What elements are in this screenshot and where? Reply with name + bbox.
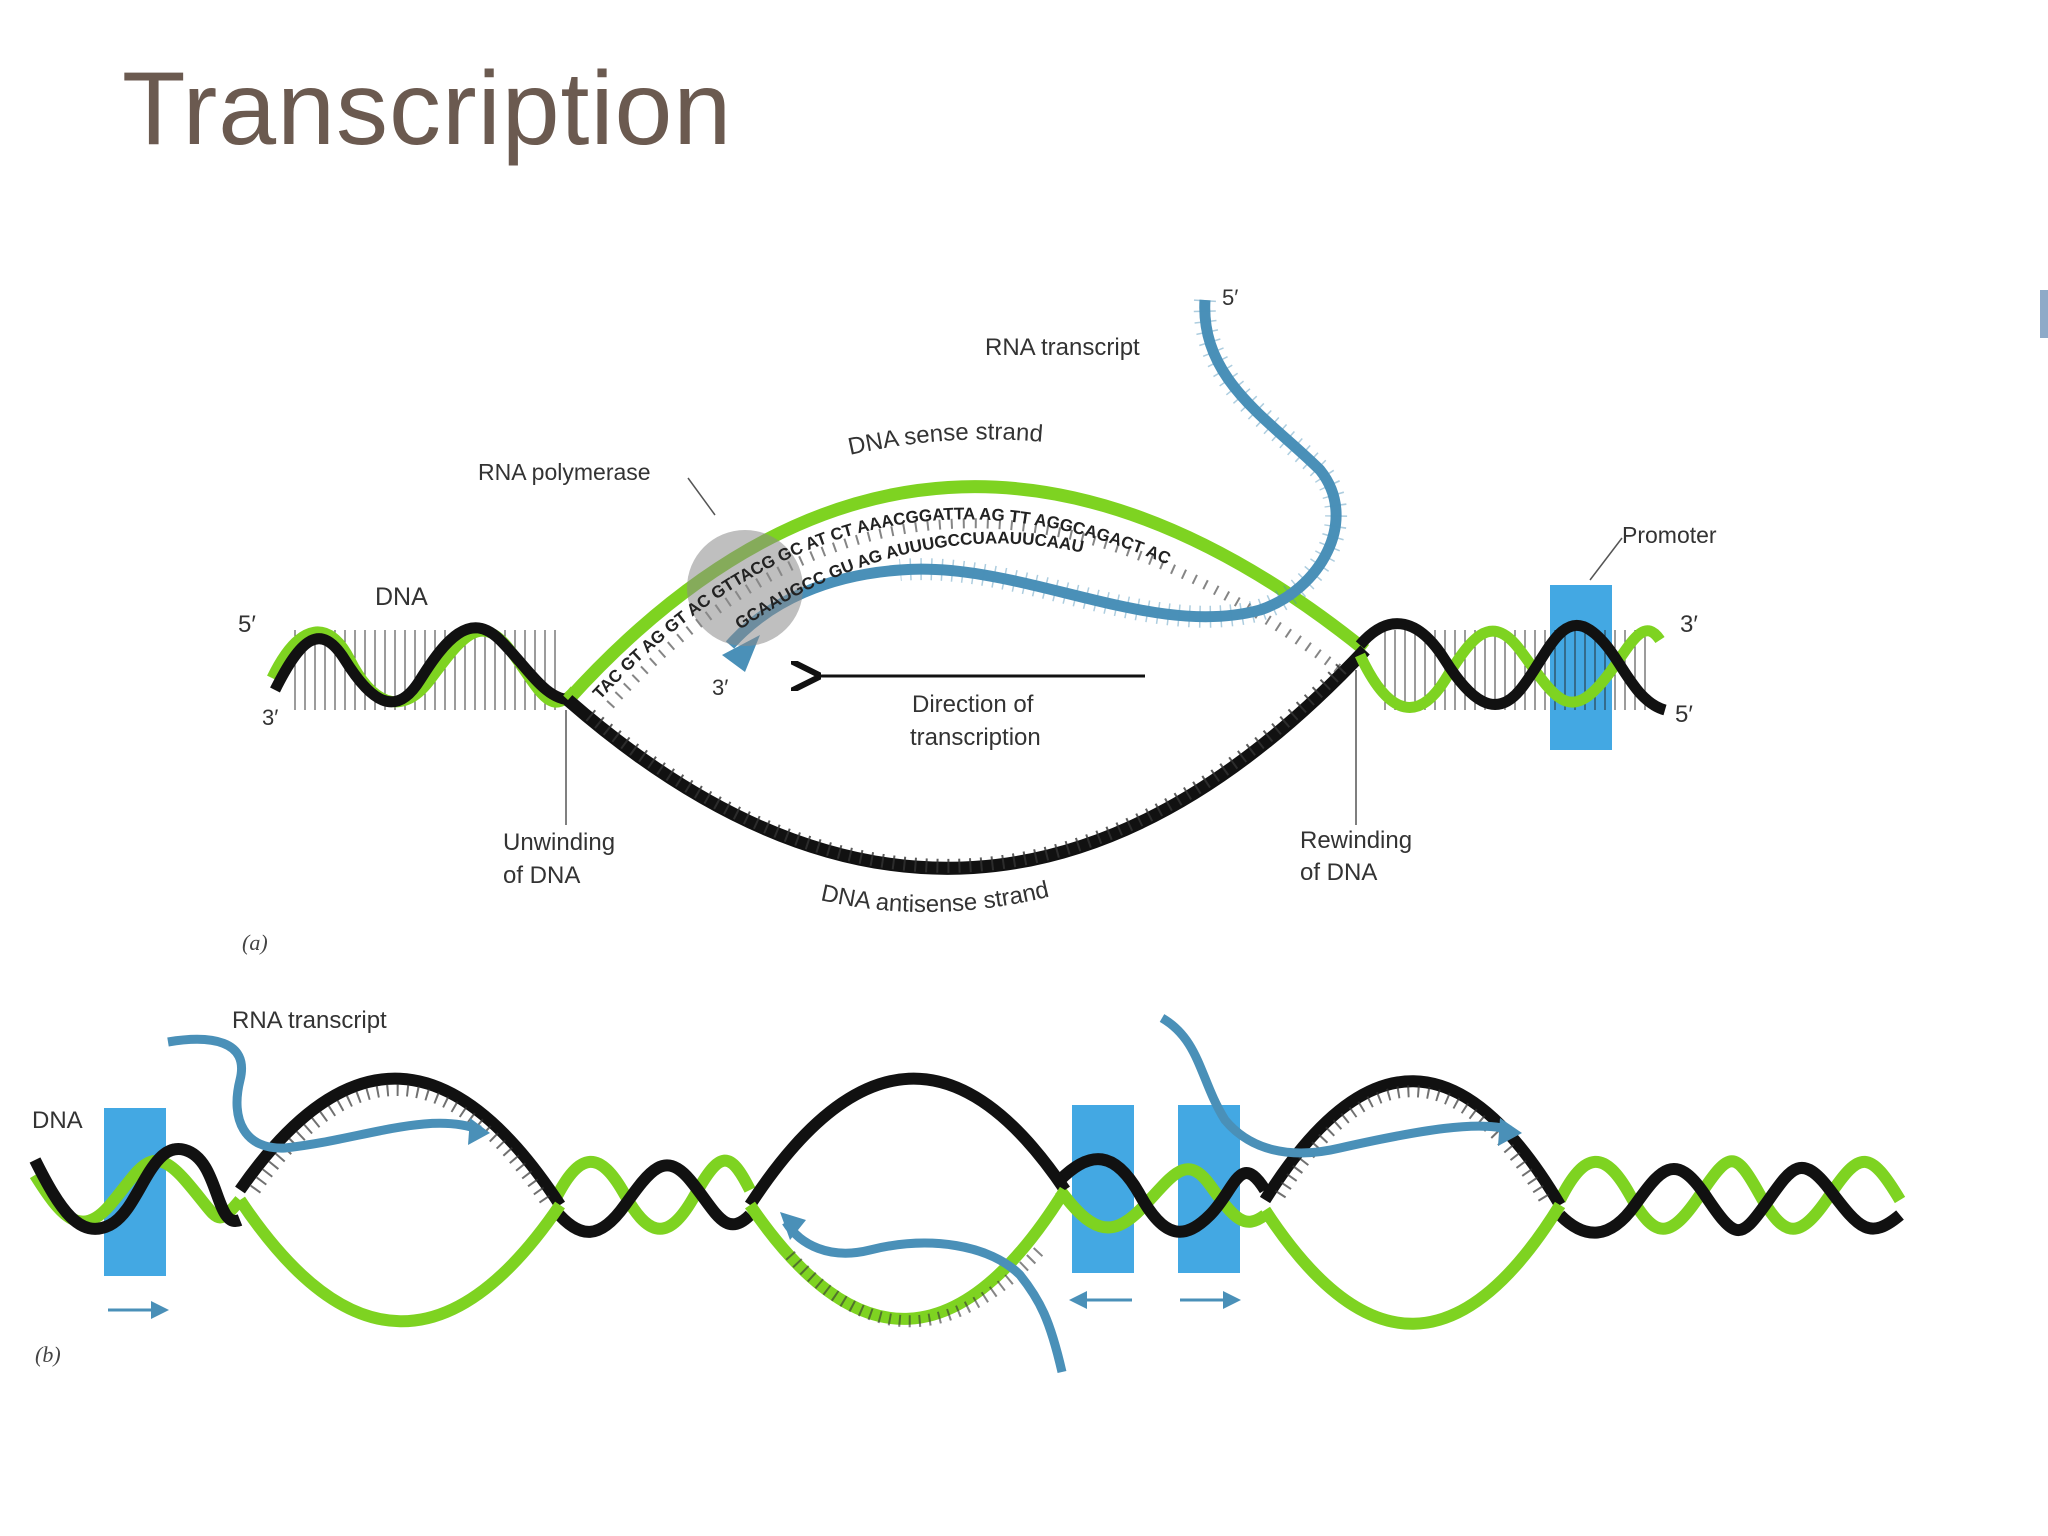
dna-sense-strand (563, 480, 1370, 705)
five-prime-right-label: 5′ (1675, 701, 1693, 728)
unwinding-label-line1: Unwinding (503, 829, 615, 856)
rewinding-label-line2: of DNA (1300, 859, 1377, 886)
promoter-box-b2 (1072, 1105, 1134, 1273)
three-prime-right-label: 3′ (1680, 611, 1698, 638)
bubble-1-bottom (235, 1196, 565, 1328)
dna-label-b: DNA (32, 1107, 83, 1134)
bubble-3-bottom (1259, 1201, 1566, 1330)
promoter-label: Promoter (1622, 522, 1717, 548)
panel-b-label: (b) (35, 1342, 61, 1367)
rna-five-prime-label: 5′ (1222, 285, 1238, 310)
rna-polymerase (687, 530, 803, 646)
rna-transcript-label-b: RNA transcript (232, 1007, 387, 1034)
bubble-3-top (1259, 1075, 1566, 1209)
rewinding-label-line1: Rewinding (1300, 827, 1412, 854)
rna-polymerase-label: RNA polymerase (478, 459, 651, 485)
rna-three-prime-label: 3′ (712, 675, 728, 700)
dna-label-a: DNA (375, 583, 428, 611)
rna-transcripts-b (167, 1014, 1522, 1374)
three-prime-left-label: 3′ (262, 705, 278, 730)
panel-a: TAC GT AG GT AC GTTACG GC AT CT AAACGGAT… (238, 285, 1717, 955)
edge-marker (2040, 290, 2048, 338)
rna-transcript-label: RNA transcript (985, 334, 1140, 361)
bubble-2-bottom (745, 1186, 1071, 1325)
five-prime-left-label: 5′ (238, 611, 256, 638)
panel-a-label: (a) (242, 930, 268, 955)
direction-label-line1: Direction of (912, 691, 1034, 718)
panel-b: RNA transcript DNA (b) (29, 1007, 1906, 1374)
bubble-2-top (744, 1072, 1070, 1209)
dna-antisense-strand (563, 645, 1370, 875)
right-helix (1355, 618, 1667, 716)
unwinding-label-line2: of DNA (503, 862, 580, 889)
direction-label-line2: transcription (910, 724, 1041, 751)
left-helix (267, 622, 580, 710)
panel-b-helix (29, 1143, 1906, 1239)
slide-title: Transcription (122, 51, 733, 167)
bubble-1-top (235, 1072, 566, 1209)
dna-sense-strand-label: DNA sense strand (846, 418, 1044, 460)
dna-antisense-strand-label: DNA antisense strand (819, 876, 1052, 918)
